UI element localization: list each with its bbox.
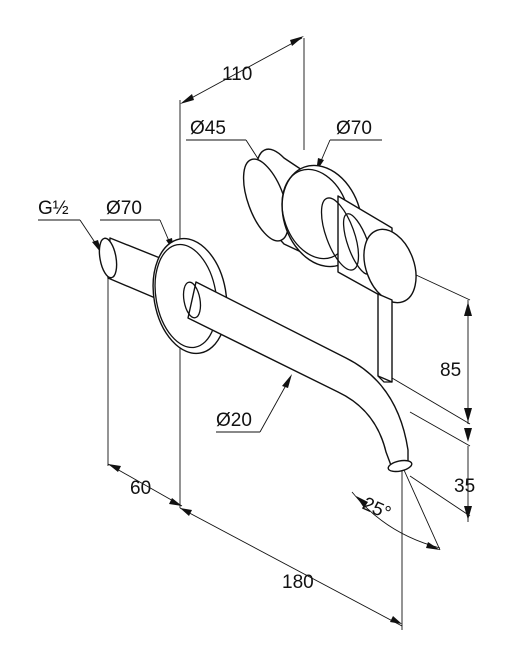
dim-60-label: 60 [130,478,151,499]
mixer-body [242,148,417,383]
dia-70-rosette-label: Ø70 [336,118,372,139]
dia-70-spout-label: Ø70 [106,198,142,219]
angle-25-label: 25° [359,494,394,525]
dim-180-label: 180 [282,572,314,593]
dia-45-label: Ø45 [190,118,226,139]
dia-20-label: Ø20 [216,410,252,431]
thread-label: G½ [38,198,69,219]
dim-85-label: 85 [440,360,461,381]
labels: 110 Ø45 Ø70 G½ Ø70 Ø20 85 60 35 25° 180 [38,64,475,593]
dimension-arrows [108,36,472,624]
dim-110-label: 110 [222,64,252,85]
dimension-lines [107,37,471,630]
spout [98,237,413,473]
dim-35-label: 35 [454,476,475,497]
